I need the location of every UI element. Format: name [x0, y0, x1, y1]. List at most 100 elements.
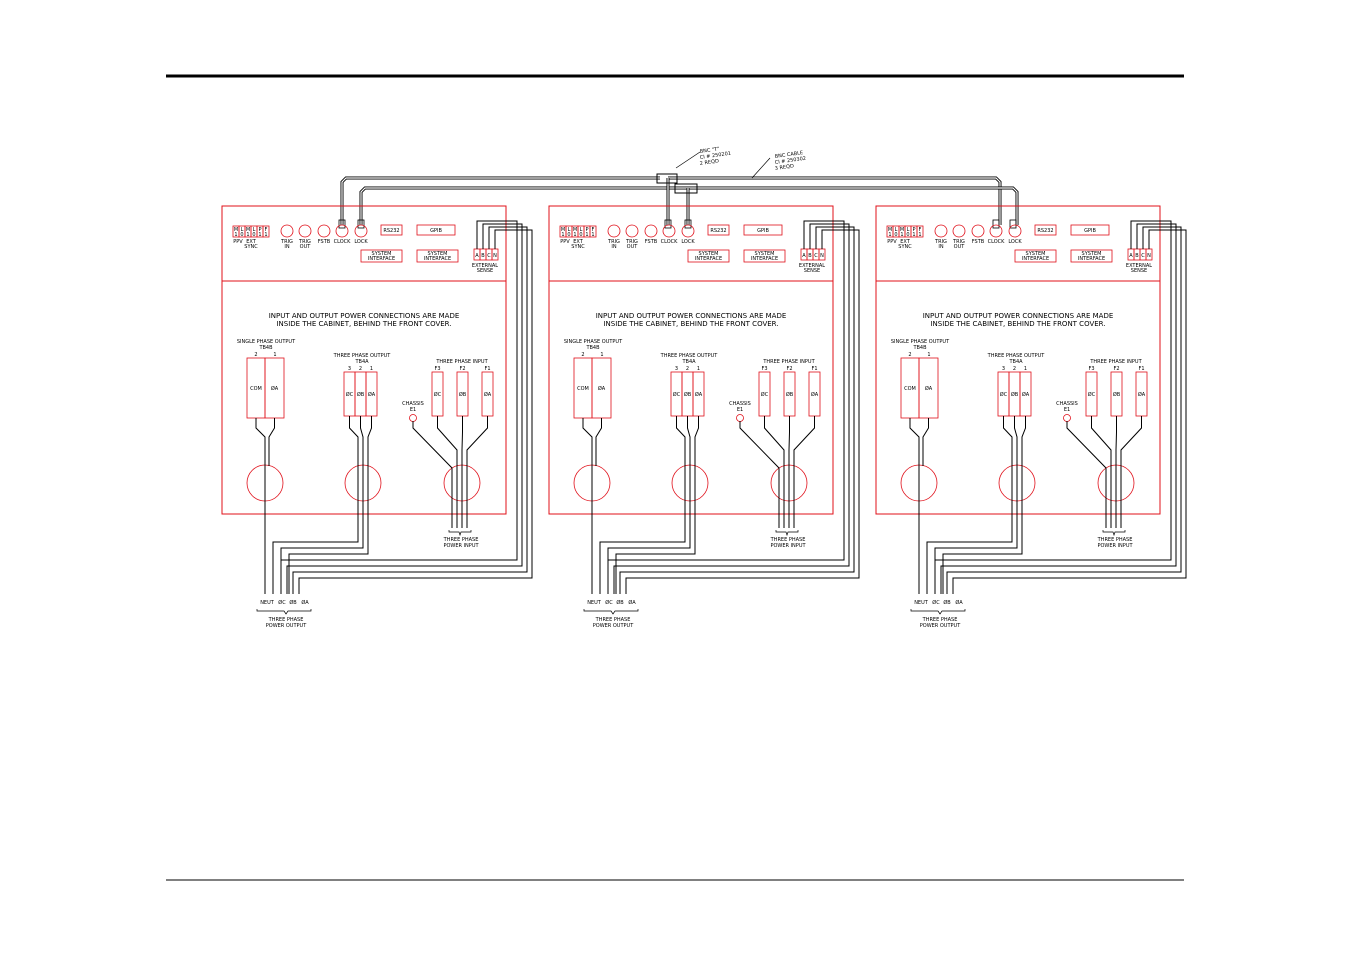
trig-out-connector: [625, 224, 639, 238]
rs232-label: RS232: [710, 228, 726, 234]
trig-in-connector: [934, 224, 948, 238]
jumper-digit: 0: [240, 232, 243, 238]
tb4a-block-label: ØB: [357, 391, 365, 398]
unit-panel: [221, 205, 507, 515]
bnc-tee-1: [656, 173, 678, 184]
system-interface-connector-2: [1070, 249, 1113, 263]
single-phase-output-label: TB4B: [258, 345, 273, 351]
jumper-digit: 0: [579, 232, 582, 238]
single-phase-output-label: TB4B: [585, 345, 600, 351]
power-input-brace: [448, 530, 472, 537]
input-wire-c: [1091, 416, 1112, 528]
single-phase-lead: [922, 418, 929, 466]
input-fuse-block-label: ØC: [434, 391, 442, 398]
jumper-label: M: [573, 227, 577, 233]
gpib-connector: [743, 224, 783, 236]
jumper-digit: 0: [894, 232, 897, 238]
ext-sync-label: SYNC: [244, 244, 258, 250]
tb4a-term-number: 3: [348, 366, 351, 372]
bnc-plug: [684, 219, 692, 229]
system-interface-label: SYSTEM: [1082, 251, 1102, 257]
tb4b-block-label: ØA: [271, 385, 279, 392]
chassis-label: CHASSIS: [729, 401, 751, 407]
external-sense-label: EXTERNAL: [799, 263, 825, 269]
tb4a-term-number: 2: [359, 366, 362, 372]
tb4b-term-number: 2: [254, 352, 257, 358]
tb4a-term-number: 1: [697, 366, 700, 372]
input-fuse-term-label: F2: [1113, 366, 1119, 372]
system-interface-label: INTERFACE: [368, 256, 395, 262]
power-output-label: POWER OUTPUT: [593, 623, 634, 629]
jumper-digit: 1: [888, 232, 891, 238]
tb4a-block-label: ØB: [1011, 391, 1019, 398]
three-phase-output-wire-a: [288, 416, 372, 594]
three-phase-output-wire-c: [272, 416, 359, 594]
trig-out-connector-label: TRIG: [625, 239, 638, 245]
bnc-tee-label-3: 2 REQD: [699, 158, 719, 167]
power-input-brace: [775, 530, 799, 537]
external-sense-wire: [625, 229, 860, 594]
sense-terminal-label: C: [1141, 253, 1145, 259]
jumper-label: L: [241, 227, 244, 233]
input-wire-b: [788, 416, 790, 528]
external-sense-wire: [280, 220, 518, 594]
gpib-label: GPIB: [430, 228, 442, 234]
jumper-6: [916, 225, 924, 238]
jumper-label: F: [265, 227, 268, 233]
tb4b-block-label: ØA: [598, 385, 606, 392]
output-wire-label: ØB: [289, 599, 297, 606]
bnc-tee-2: [674, 183, 698, 194]
rs232-label: RS232: [383, 228, 399, 234]
trig-in-connector-label: TRIG: [934, 239, 947, 245]
neutral-wire: [909, 418, 920, 594]
sense-terminal-label: C: [487, 253, 491, 259]
chassis-label: CHASSIS: [1056, 401, 1078, 407]
neutral-wire: [582, 418, 593, 594]
system-interface-label: SYSTEM: [755, 251, 775, 257]
clock-connector: [335, 224, 349, 238]
sense-terminal-label: N: [820, 253, 824, 259]
three-phase-output-wire-b: [607, 416, 691, 594]
sense-terminal-label: N: [493, 253, 497, 259]
external-sense-label: SENSE: [804, 268, 820, 274]
input-fuse-block-label: ØC: [761, 391, 769, 398]
system-interface-label: SYSTEM: [699, 251, 719, 257]
input-fuse-term-label: F2: [786, 366, 792, 372]
trig-out-connector-label: OUT: [954, 244, 966, 250]
jumper-6: [589, 225, 597, 238]
chassis-label: E1: [1064, 407, 1070, 413]
output-wire-label: ØB: [943, 599, 951, 606]
ext-sync-label: EXT: [573, 239, 583, 245]
three-phase-input-label: THREE PHASE INPUT: [762, 359, 815, 365]
jumper-digit: 1: [900, 232, 903, 238]
input-wire-a: [793, 416, 815, 528]
gpib-connector: [1070, 224, 1110, 236]
jumper-digit: 0: [252, 232, 255, 238]
tb4b-term-number: 2: [581, 352, 584, 358]
trig-in-connector-label: TRIG: [607, 239, 620, 245]
jumper-label: M: [900, 227, 904, 233]
sense-terminal-label: B: [808, 253, 812, 259]
power-input-brace: [1102, 530, 1126, 537]
bnc-cable-harness: [338, 173, 1019, 229]
external-sense-label: SENSE: [477, 268, 493, 274]
tb4b-block-label: ØA: [925, 385, 933, 392]
output-wire-label: ØB: [616, 599, 624, 606]
jumper-label: L: [568, 227, 571, 233]
jumper-digit: 1: [246, 232, 249, 238]
jumper-label: F: [919, 227, 922, 233]
bnc-cable-unit3-clock: [668, 176, 1002, 225]
input-fuse-block-label: ØB: [1113, 391, 1121, 398]
jumper-label: P: [585, 227, 588, 233]
tb4a-term-number: 1: [1024, 366, 1027, 372]
input-fuse-term-label: F1: [484, 366, 490, 372]
power-connection-notice: INPUT AND OUTPUT POWER CONNECTIONS ARE M…: [596, 312, 787, 320]
three-phase-output-label: TB4A: [354, 359, 369, 365]
bnc-cable-unit1-clock: [340, 176, 660, 225]
fstb-connector: [317, 224, 331, 238]
